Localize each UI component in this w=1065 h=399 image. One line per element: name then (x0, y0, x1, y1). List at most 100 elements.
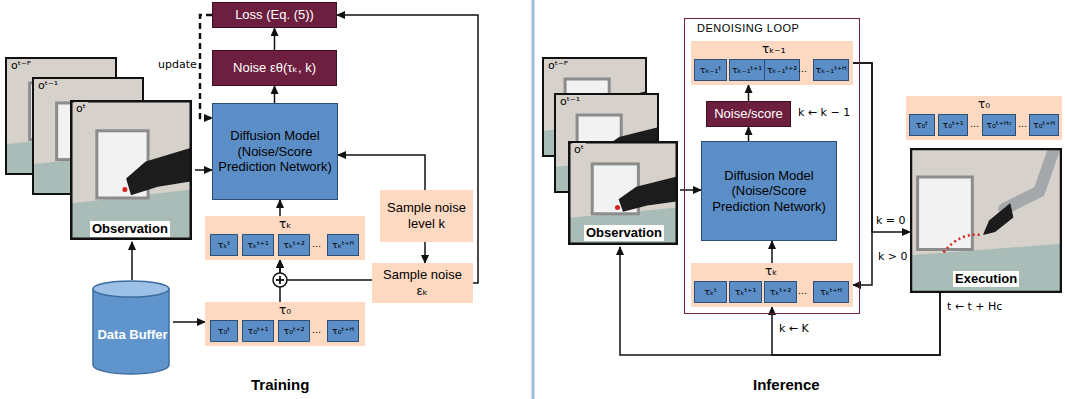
ellipsis: ... (798, 285, 807, 296)
frame-label: oᵗ (74, 102, 88, 115)
ellipsis: ... (970, 118, 979, 129)
execution-photo: Execution (910, 148, 1062, 293)
flow-arrow (173, 321, 205, 323)
flow-arrow (280, 260, 372, 280)
node-label: τ₀ᵗ⁺ᴴ (332, 325, 354, 336)
loss-box: Loss (Eq. (5)) (212, 2, 337, 28)
edge-label: update (157, 58, 198, 71)
node-label: τₖ₋₁ᵗ⁺ᴴ (816, 64, 847, 75)
node-label: τₖ₋₁ᵗ⁺¹ (732, 64, 762, 75)
node-label: Noise εθ(τₖ, k) (233, 60, 316, 76)
node-label: Diffusion Model (Noise/Score Prediction … (706, 168, 832, 215)
update-arrow (200, 15, 212, 118)
model-box: Diffusion Model (Noise/Score Prediction … (212, 103, 338, 200)
planned-trajectory (943, 235, 981, 253)
photo-ground (568, 141, 678, 245)
action-cell: τₖᵗ (210, 234, 238, 256)
image-caption: Observation (90, 221, 170, 237)
photo-floor (910, 244, 1062, 293)
sampler-box: Sample noise level k (380, 190, 473, 242)
cylinder-body (93, 289, 169, 374)
flow-arrow (338, 155, 425, 190)
action-cell: τ₀ᵗ⁺² (278, 320, 310, 342)
ellipsis: ... (798, 63, 807, 74)
trajectory-box: τₖ... τₖᵗ τₖᵗ⁺¹τₖᵗ⁺² τₖᵗ⁺ᴴ (691, 263, 853, 307)
flow-arrow (853, 63, 872, 285)
node-label: Noise/score (714, 106, 783, 122)
trajectory-symbol: τ₀ (978, 97, 990, 111)
noise-box: Noise/score (706, 101, 791, 127)
flow-arrow (424, 242, 426, 263)
action-cell: τₖᵗ⁺² (764, 281, 797, 303)
action-cell: τₖᵗ⁺ᴴ (327, 234, 359, 256)
trajectory-symbol: τ₀ (279, 303, 291, 317)
observation-photo (70, 100, 192, 240)
action-cell: τₖᵗ⁺¹ (729, 281, 762, 303)
frame-label: oᵗ⁻ᴾ (9, 59, 33, 72)
loop-frame: DENOISING LOOP τₖ₋₁... τₖ₋₁ᵗ τₖ₋₁ᵗ⁺¹ τₖ₋₁ᵗ⁺²… (684, 18, 860, 314)
flow-arrow (748, 127, 750, 141)
flow-arrow (131, 242, 133, 280)
action-cell: τₖᵗ (694, 281, 727, 303)
frame-label: oᵗ⁻ᴾ (546, 59, 570, 72)
model-box: Diffusion Model (Noise/Score Prediction … (701, 141, 837, 241)
node-label: τₖᵗ⁺ᴴ (332, 239, 354, 250)
action-cell: τ₀ᵗ⁺ᴴ (1029, 114, 1059, 136)
action-cell: τₖᵗ⁺ᴴ (813, 281, 849, 303)
photo-ground (910, 148, 1062, 293)
section-divider (532, 0, 535, 399)
node-label: τₖᵗ⁺² (283, 239, 304, 250)
frame-title: DENOISING LOOP (697, 22, 799, 35)
trajectory-box: τ₀...τ₀ᵗτ₀ᵗ⁺¹τ₀ᵗ⁺²τ₀ᵗ⁺ᴴ (205, 302, 365, 346)
photo-frame (911, 149, 1061, 292)
action-cell: τₖ₋₁ᵗ (694, 59, 727, 81)
frame-label: oᵗ (572, 143, 586, 156)
photo-gripper (619, 176, 678, 211)
action-cell: τ₀ᵗ (210, 320, 238, 342)
observation-stack: oᵗ⁻ᴾoᵗ⁻¹oᵗObservation (0, 55, 195, 242)
robot-gripper (983, 203, 1013, 235)
action-cell: τₖᵗ⁺¹ (242, 234, 274, 256)
node-label: τₖᵗ⁺ᴴ (820, 286, 842, 297)
node-label: τ₀ᵗ (218, 325, 230, 336)
image-caption: Observation (584, 225, 664, 241)
trajectory-box: τ₀......τ₀ᵗτ₀ᵗ⁺¹τ₀ᵗ⁺ᴴᶜτ₀ᵗ⁺ᴴ (906, 96, 1062, 140)
sum-circle (273, 273, 287, 287)
section-title: Training (250, 376, 310, 394)
node-label: τₖ₋₁ᵗ (700, 64, 721, 75)
flow-arrow (274, 28, 276, 50)
ellipsis: ... (312, 324, 321, 335)
node-label: τ₀ᵗ⁺ᴴ (1033, 119, 1055, 130)
node-label: τ₀ᵗ⁺ᴴᶜ (986, 119, 1011, 130)
noise-box: Noise εθ(τₖ, k) (212, 50, 337, 86)
trajectory-symbol: τₖ (279, 217, 291, 231)
flow-arrow (853, 63, 910, 232)
observation-stack: oᵗ⁻ᴾoᵗ⁻¹oᵗObservation (538, 55, 680, 247)
node-label: τₖ₋₁ᵗ⁺² (767, 64, 797, 75)
action-cell: τₖ₋₁ᵗ⁺² (764, 59, 800, 81)
node-label: τₖᵗ (704, 286, 717, 297)
data-buffer-cylinder: Data Buffer (92, 280, 173, 375)
photo-marker (122, 187, 127, 192)
photo-ground (70, 100, 192, 240)
photo-frame (569, 142, 677, 244)
sampler-box: Sample noise εₖ (372, 263, 473, 303)
node-label: τ₀ᵗ (916, 119, 928, 130)
photo-marker (615, 205, 620, 210)
edge-label: k > 0 (877, 250, 909, 263)
flow-arrow (274, 86, 276, 103)
robot-arm (1004, 148, 1054, 209)
trajectory-symbol: τₖ₋₁ (762, 42, 785, 56)
sum-junction (273, 273, 287, 287)
trajectory-symbol: τₖ (765, 264, 777, 278)
node-label: τ₀ᵗ⁺¹ (942, 119, 963, 130)
node-label: τ₀ᵗ⁺² (283, 325, 304, 336)
node-label: Sample noise εₖ (376, 267, 469, 298)
photo-frame (71, 101, 191, 239)
loop-update-label: k ← k − 1 (797, 106, 851, 119)
action-cell: τ₀ᵗ⁺ᴴ (327, 320, 359, 342)
trajectory-box: τₖ₋₁... τₖ₋₁ᵗ τₖ₋₁ᵗ⁺¹ τₖ₋₁ᵗ⁺² τₖ₋₁ᵗ⁺ᴴ (691, 41, 853, 85)
plus-bar (279, 276, 281, 284)
action-cell: τ₀ᵗ (909, 114, 935, 136)
